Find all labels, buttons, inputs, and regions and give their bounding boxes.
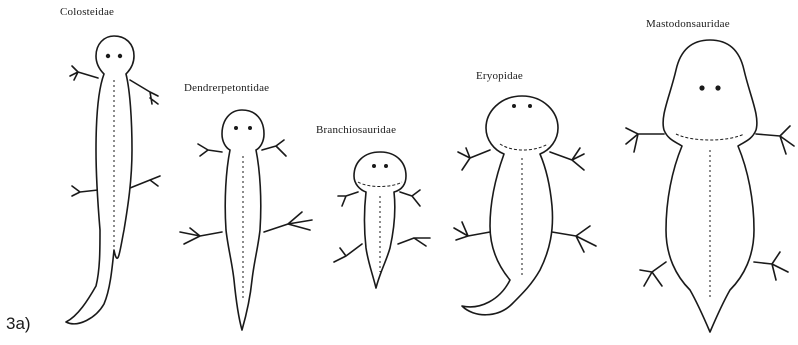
- eryopidae-outline: [454, 96, 596, 315]
- colosteidae-outline: [66, 36, 160, 324]
- branchiosauridae-outline: [334, 152, 430, 288]
- dendrerpetontidae-outline: [180, 110, 312, 330]
- mastodonsauridae-outline: [626, 40, 794, 332]
